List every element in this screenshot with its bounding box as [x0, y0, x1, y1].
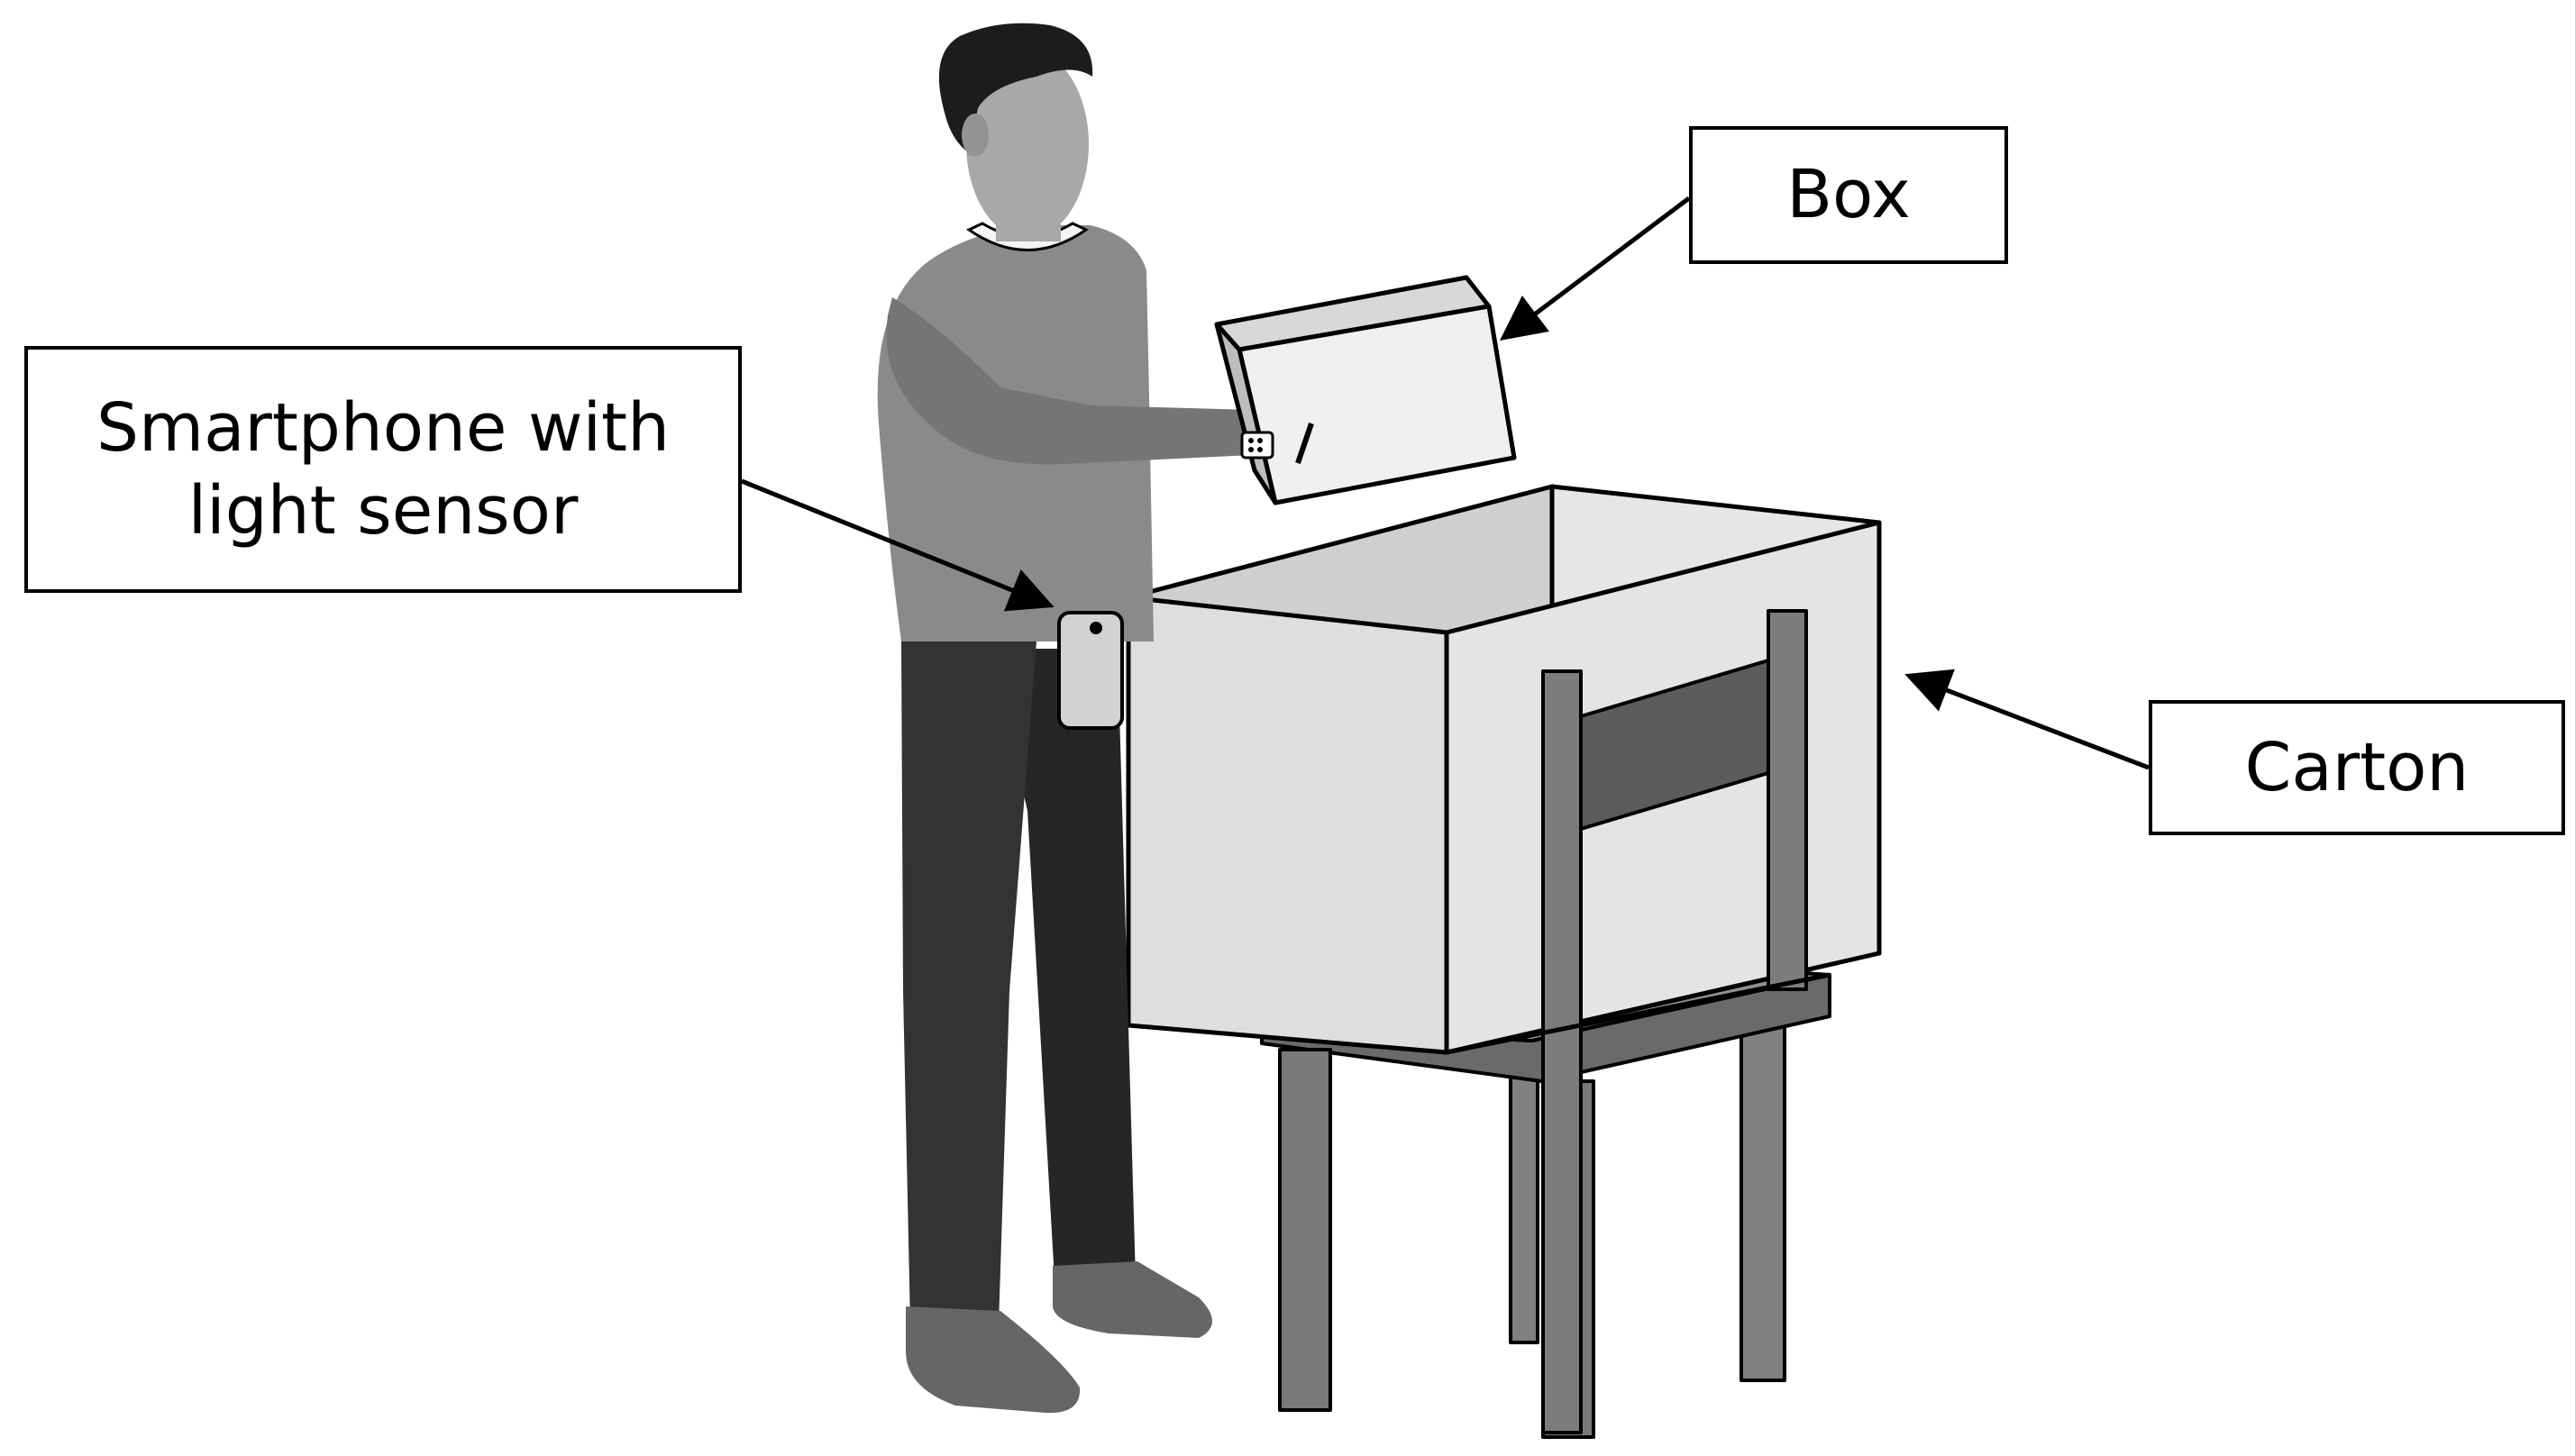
- person-shoe-back: [1053, 1261, 1212, 1338]
- box: [1214, 275, 1517, 505]
- smartphone-light-sensor: [1090, 622, 1102, 634]
- arrow-to-box: [1500, 196, 1691, 341]
- stand-post-right: [1767, 609, 1808, 991]
- smartphone: [1057, 611, 1124, 730]
- wrist-sensor-dot: [1248, 447, 1254, 452]
- person-head: [966, 50, 1089, 239]
- wrist-sensor-dot: [1257, 438, 1263, 443]
- smartphone-body: [1057, 611, 1124, 730]
- person-leg-front: [901, 642, 1036, 1324]
- person: [877, 23, 1364, 1414]
- stand-shelf-edge: [1446, 972, 1831, 1055]
- stand-rail: [1579, 659, 1770, 831]
- wrist-sensor: [1240, 431, 1274, 460]
- smartphone-label: Smartphone with light sensor: [24, 346, 742, 593]
- person-hair: [938, 23, 1093, 154]
- box-label-text: Box: [1786, 156, 1911, 234]
- arrow-to-carton: [1904, 669, 2150, 770]
- box-hand-stroke: [1295, 423, 1314, 464]
- person-arm: [886, 297, 1253, 465]
- arrow-to-smartphone: [741, 478, 1055, 612]
- carton-front-face: [1126, 595, 1449, 1055]
- box-label: Box: [1689, 126, 2008, 264]
- carton-label-text: Carton: [2244, 728, 2470, 806]
- wrist-sensor-dot: [1248, 438, 1254, 443]
- person-ear: [962, 114, 989, 157]
- smartphone-label-text: Smartphone with light sensor: [96, 388, 670, 551]
- person-leg-back: [991, 649, 1136, 1279]
- stand-post-left: [1541, 669, 1583, 1434]
- person-shoe-front: [906, 1306, 1081, 1414]
- wrist-sensor-dot: [1257, 447, 1263, 452]
- carton-label: Carton: [2149, 700, 2565, 835]
- stand-leg-front-left: [1278, 1048, 1332, 1412]
- stand-posts: [1446, 609, 1831, 1434]
- stand-leg-back-right: [1739, 1007, 1786, 1382]
